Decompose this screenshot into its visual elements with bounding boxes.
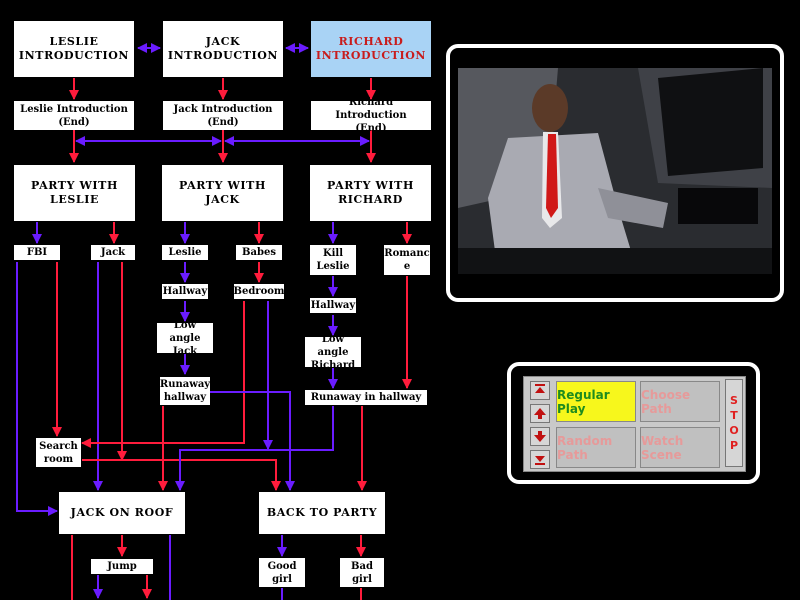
node-bedroom[interactable]: Bedroom [233, 284, 285, 299]
arrow-down-icon [534, 431, 546, 442]
step-up-button[interactable] [530, 404, 550, 423]
node-leslie-introduction[interactable]: LESLIE INTRODUCTION [14, 21, 134, 77]
node-back-to-party[interactable]: BACK TO PARTY [259, 492, 385, 534]
node-low-angle-richard[interactable]: Low angle Richard [305, 334, 361, 371]
regular-play-button[interactable]: Regular Play [556, 381, 636, 422]
stop-letter: O [729, 424, 739, 437]
arrow-up-bar-icon [535, 384, 545, 393]
skip-up-button[interactable] [530, 381, 550, 400]
stop-button[interactable]: S T O P [725, 379, 743, 467]
node-jack-introduction[interactable]: JACK INTRODUCTION [163, 21, 283, 77]
node-richard-introduction-end[interactable]: Richard Introduction (End) [311, 97, 431, 134]
choose-path-button[interactable]: Choose Path [640, 381, 720, 422]
stop-letter: P [729, 439, 739, 452]
node-babes[interactable]: Babes [236, 245, 282, 260]
node-low-angle-jack[interactable]: Low angle Jack [157, 320, 213, 357]
node-party-with-jack[interactable]: PARTY WITH JACK [162, 165, 283, 221]
node-jack[interactable]: Jack [91, 245, 135, 260]
node-party-with-leslie[interactable]: PARTY WITH LESLIE [14, 165, 135, 221]
stop-letter: S [730, 394, 738, 407]
node-jack-on-roof[interactable]: JACK ON ROOF [59, 492, 185, 534]
arrow-up-icon [534, 408, 546, 419]
node-fbi[interactable]: FBI [14, 245, 60, 260]
stop-letter: T [730, 409, 738, 422]
node-bad-girl[interactable]: Bad girl [340, 558, 384, 587]
node-party-with-richard[interactable]: PARTY WITH RICHARD [310, 165, 431, 221]
node-jack-introduction-end[interactable]: Jack Introduction (End) [163, 101, 283, 130]
node-runaway-in-hallway[interactable]: Runaway in hallway [305, 390, 427, 405]
control-panel-inner: Regular Play Choose Path Random Path Wat… [523, 376, 746, 472]
skip-down-button[interactable] [530, 450, 550, 469]
node-romance[interactable]: Romanc e [384, 245, 430, 275]
node-search-room[interactable]: Search room [36, 438, 81, 467]
node-richard-introduction[interactable]: RICHARD INTRODUCTION [311, 21, 431, 77]
random-path-button[interactable]: Random Path [556, 427, 636, 468]
node-hallway-richard[interactable]: Hallway [310, 298, 356, 313]
node-leslie[interactable]: Leslie [162, 245, 208, 260]
step-down-button[interactable] [530, 427, 550, 446]
video-player[interactable] [446, 44, 784, 302]
node-leslie-introduction-end[interactable]: Leslie Introduction (End) [14, 101, 134, 130]
node-jump[interactable]: Jump [91, 559, 153, 574]
video-frame-image [458, 68, 772, 274]
node-runaway-hallway[interactable]: Runaway hallway [159, 377, 211, 405]
control-panel: Regular Play Choose Path Random Path Wat… [507, 362, 760, 484]
arrow-down-bar-icon [535, 456, 545, 465]
node-hallway-jack[interactable]: Hallway [162, 284, 208, 299]
watch-scene-button[interactable]: Watch Scene [640, 427, 720, 468]
node-good-girl[interactable]: Good girl [259, 558, 305, 587]
node-kill-leslie[interactable]: Kill Leslie [310, 245, 356, 275]
